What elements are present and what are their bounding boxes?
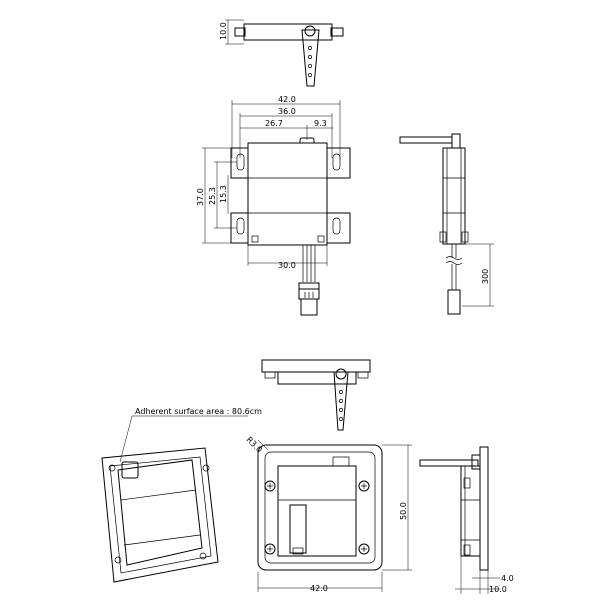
dim-plate-thickness: 4.0	[501, 574, 514, 583]
top-view-mounted	[261, 359, 371, 431]
mount-side-view: 4.0 10.0	[419, 446, 514, 594]
dim-hole-spacing: 36.0	[278, 107, 296, 116]
dim-cable-length: 300	[481, 269, 490, 284]
dim-shaft-offset: 26.7	[265, 119, 283, 128]
dim-mount-height: 50.0	[399, 502, 408, 520]
dim-shaft-vertical: 15.3	[219, 185, 228, 203]
dim-mount-width: 42.0	[310, 584, 328, 593]
adherent-surface-view: Adherent surface area : 80.6cm	[101, 407, 262, 583]
dim-shaft-right: 9.3	[314, 119, 327, 128]
dim-width-overall: 42.0	[278, 95, 296, 104]
side-view: 300	[399, 133, 494, 315]
front-view: 42.0 36.0 26.7 9.3 37.0 25.3 15	[196, 95, 351, 316]
dim-body-width: 30.0	[278, 261, 296, 270]
adherent-surface-label: Adherent surface area : 80.6cm	[135, 407, 262, 416]
top-view: 10.0	[219, 19, 344, 87]
dim-top-height: 10.0	[219, 22, 228, 40]
dim-hole-vertical: 25.3	[208, 187, 217, 205]
mount-front-view: R3.0 50.0 42.0	[245, 435, 412, 593]
dim-side-depth: 10.0	[489, 585, 507, 594]
dim-radius: R3.0	[245, 435, 264, 454]
dim-height-overall: 37.0	[196, 188, 205, 206]
